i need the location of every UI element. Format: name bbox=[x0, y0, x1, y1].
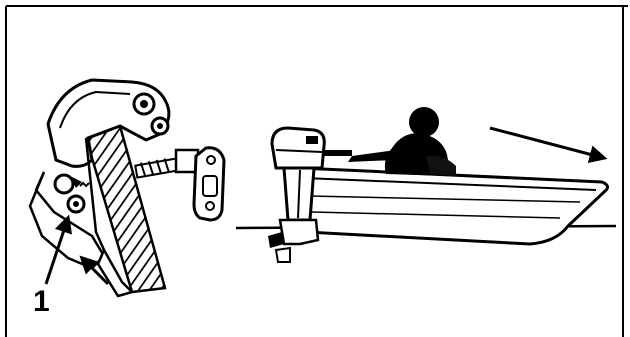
motor-cowling bbox=[272, 128, 324, 168]
motor-propeller bbox=[268, 232, 284, 248]
callout-label-1: 1 bbox=[33, 287, 50, 317]
tilt-pin-assembly bbox=[55, 175, 89, 212]
motor-tiller bbox=[322, 150, 352, 156]
motor-lower-unit bbox=[280, 220, 318, 244]
clamp-screw bbox=[135, 150, 198, 178]
travel-direction-arrow bbox=[490, 128, 604, 158]
boat-scene bbox=[236, 107, 616, 262]
transom-clamp-detail bbox=[30, 80, 224, 296]
operator-silhouette bbox=[348, 107, 456, 176]
transom-board-hatched bbox=[86, 126, 165, 292]
